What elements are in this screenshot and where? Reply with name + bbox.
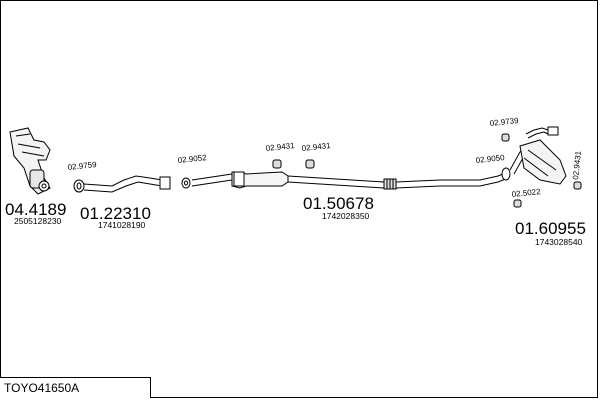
fitting-label-f8: 02.9431 (571, 150, 583, 180)
part-ref-front-pipe: 1741028190 (98, 220, 146, 230)
hanger-f5[interactable] (501, 133, 510, 142)
part-number-front-pipe: 01.22310 (80, 204, 151, 223)
hanger-f3[interactable] (272, 159, 282, 169)
fitting-label-f2: 02.9052 (177, 153, 207, 165)
front-pipe-shape[interactable] (83, 175, 171, 193)
part-ref-rear-silencer: 1743028540 (535, 237, 583, 247)
diagram-code: TOYO41650A (4, 381, 80, 395)
hanger-f8[interactable] (573, 181, 582, 190)
catalyst-shape[interactable] (9, 127, 51, 195)
part-number-catalyst: 04.4189 (5, 200, 66, 219)
fitting-label-f1: 02.9759 (67, 160, 97, 172)
fitting-label-f4: 02.9431 (301, 141, 331, 153)
fitting-label-f5: 02.9739 (489, 116, 519, 128)
diagram-code-box: TOYO41650A (0, 377, 151, 398)
part-number-rear-silencer: 01.60955 (515, 219, 586, 238)
hanger-f7[interactable] (513, 199, 522, 208)
fitting-label-f7: 02.5022 (511, 187, 541, 199)
rear-silencer-shape[interactable] (509, 126, 567, 185)
gasket-f2[interactable] (181, 177, 191, 189)
part-ref-catalyst: 2505128230 (14, 216, 62, 226)
middle-silencer-shape[interactable] (191, 171, 509, 190)
hanger-f4[interactable] (305, 159, 315, 169)
part-ref-middle-silencer: 1742028350 (322, 211, 370, 221)
fitting-label-f6: 02.9050 (475, 153, 505, 165)
clamp-f6[interactable] (501, 167, 511, 181)
fitting-label-f3: 02.9431 (265, 141, 295, 153)
part-number-middle-silencer: 01.50678 (303, 194, 374, 213)
gasket-f1[interactable] (73, 179, 85, 193)
